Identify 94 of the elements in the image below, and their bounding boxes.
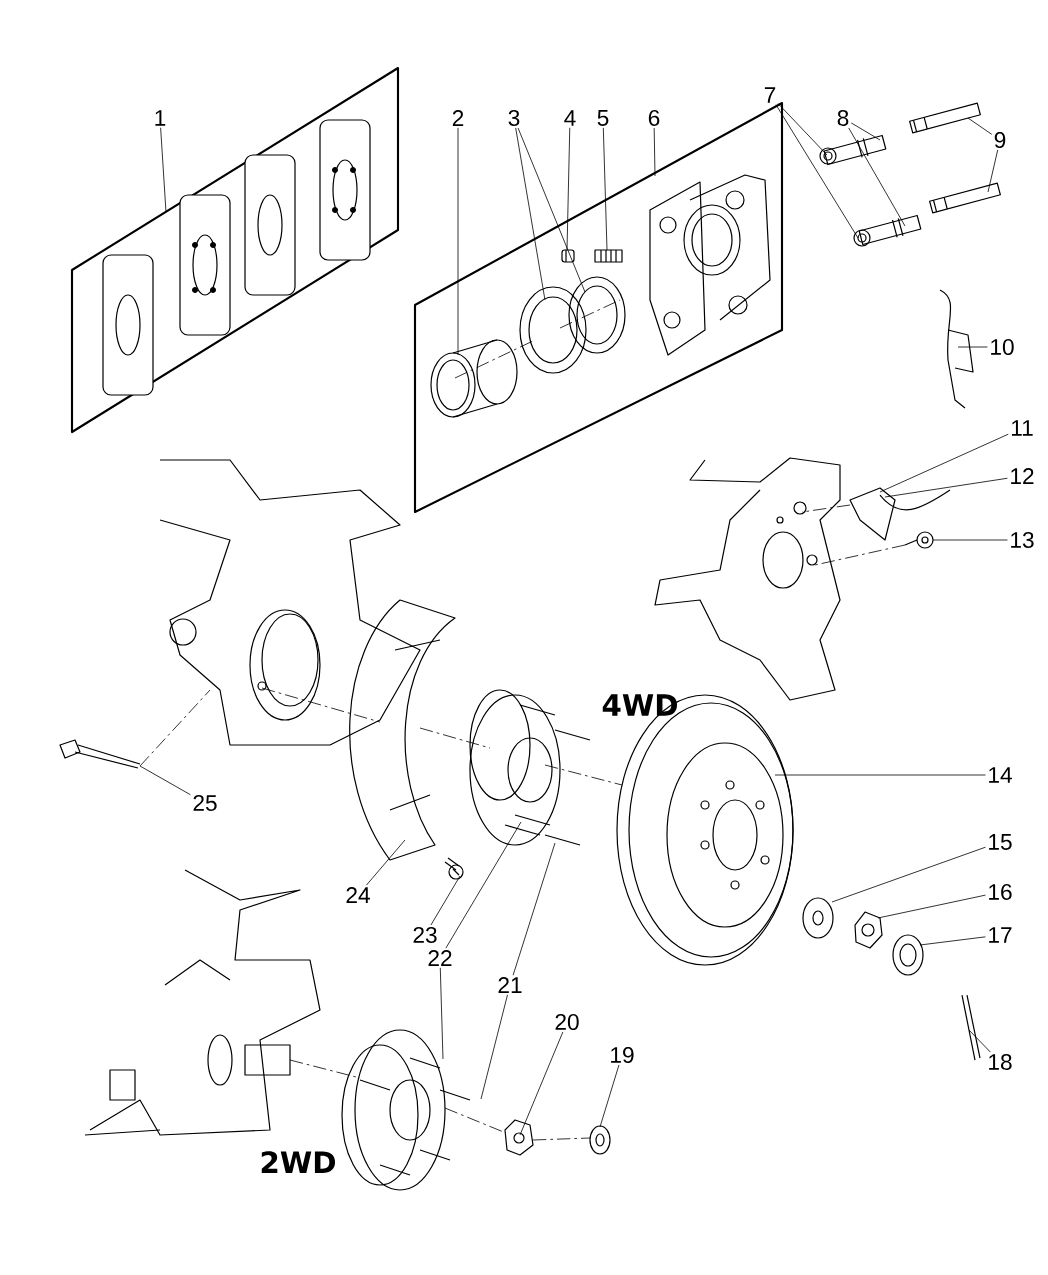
leader-line (932, 539, 1008, 541)
leader-line (430, 875, 461, 926)
leader-line (850, 122, 881, 141)
leader-line (566, 127, 571, 251)
callout-number: 15 (989, 834, 1012, 850)
callout-number: 25 (193, 795, 217, 812)
callout-number: 3 (508, 110, 520, 127)
centerline (532, 1137, 591, 1141)
leader-line (987, 149, 999, 193)
leader-line (366, 839, 406, 886)
callout-number: 4 (564, 110, 576, 126)
washer-drawing (802, 897, 834, 939)
callout-number: 11 (1011, 420, 1033, 436)
leader-line (884, 477, 1008, 498)
centerline (261, 687, 381, 723)
callout-number: 6 (648, 110, 660, 127)
callout-number: 23 (413, 927, 437, 944)
callout-number: 5 (597, 110, 609, 126)
leader-line (139, 765, 191, 796)
leader-line (602, 127, 608, 251)
callout-number: 18 (989, 1054, 1012, 1071)
leader-line (519, 1031, 564, 1136)
knuckle-spindle-drawing (84, 869, 321, 1136)
leader-line (877, 894, 986, 919)
spring-clip-drawing (939, 289, 974, 409)
bleeder-screw-drawing (594, 249, 623, 263)
bolt-drawing (444, 857, 464, 880)
centerline (454, 339, 536, 379)
guide-pin-drawing (909, 102, 981, 134)
leader-line (439, 967, 444, 1060)
castle-nut-drawing (892, 934, 924, 976)
callout-number: 24 (346, 887, 370, 903)
leader-line (831, 846, 986, 903)
sleeve-drawing (853, 214, 922, 247)
leader-line (445, 821, 522, 949)
callout-number: 13 (1011, 532, 1034, 549)
callout-number: 10 (991, 339, 1014, 356)
brake-pad-set-drawing (70, 66, 400, 434)
callout-number: 12 (1011, 468, 1034, 484)
callout-number: 14 (989, 767, 1012, 783)
leader-line (653, 127, 656, 177)
callout-number: 1 (155, 110, 166, 126)
leader-line (599, 1064, 620, 1128)
wheel-speed-sensor-drawing (849, 487, 951, 541)
variant-label: 2WD (261, 1151, 336, 1173)
callout-number: 21 (498, 977, 522, 993)
centerline (444, 1107, 507, 1134)
leader-line (512, 842, 556, 976)
leader-line (774, 774, 986, 776)
leader-line (777, 103, 828, 156)
seal-drawing (519, 286, 587, 374)
hex-nut-drawing (504, 1119, 534, 1156)
leader-line (957, 346, 988, 348)
bolt-drawing (59, 739, 141, 769)
callout-number: 7 (764, 87, 776, 103)
leader-line (457, 127, 459, 356)
cotter-pin-drawing (961, 994, 981, 1061)
centerline (544, 764, 623, 786)
callout-number: 17 (989, 927, 1012, 943)
nut-drawing (589, 1125, 611, 1155)
callout-number: 19 (611, 1047, 634, 1064)
callout-number: 2 (452, 110, 464, 126)
leader-line (967, 117, 993, 135)
callout-number: 8 (837, 110, 849, 127)
leader-line (968, 1029, 991, 1053)
piston-drawing (430, 339, 518, 418)
leader-line (848, 127, 906, 227)
hub-bearing-drawing (469, 689, 591, 846)
leader-line (879, 433, 1009, 493)
seal-drawing (568, 276, 626, 354)
centerline (419, 727, 491, 749)
leader-line (919, 936, 986, 946)
steering-knuckle-drawing (159, 459, 421, 746)
centerline (139, 689, 211, 767)
leader-line (160, 127, 167, 213)
sleeve-drawing (819, 134, 887, 166)
leader-line (480, 994, 508, 1100)
centerline (814, 544, 906, 566)
leader-line (517, 127, 586, 293)
callout-number: 9 (994, 132, 1006, 149)
leader-line (515, 127, 546, 301)
hex-nut-drawing (854, 911, 883, 949)
bolt-drawing (904, 531, 934, 549)
callout-number: 16 (989, 884, 1012, 901)
leader-line (775, 104, 859, 239)
centerline (289, 1059, 361, 1079)
hub-bearing-drawing (341, 1029, 471, 1191)
guide-pin-drawing (929, 182, 1001, 214)
callout-number: 22 (428, 950, 452, 966)
centerline (559, 299, 621, 329)
callout-number: 20 (555, 1014, 579, 1031)
cap-drawing (561, 249, 575, 263)
variant-label: 4WD (602, 694, 678, 716)
splash-shield-drawing (349, 599, 456, 861)
